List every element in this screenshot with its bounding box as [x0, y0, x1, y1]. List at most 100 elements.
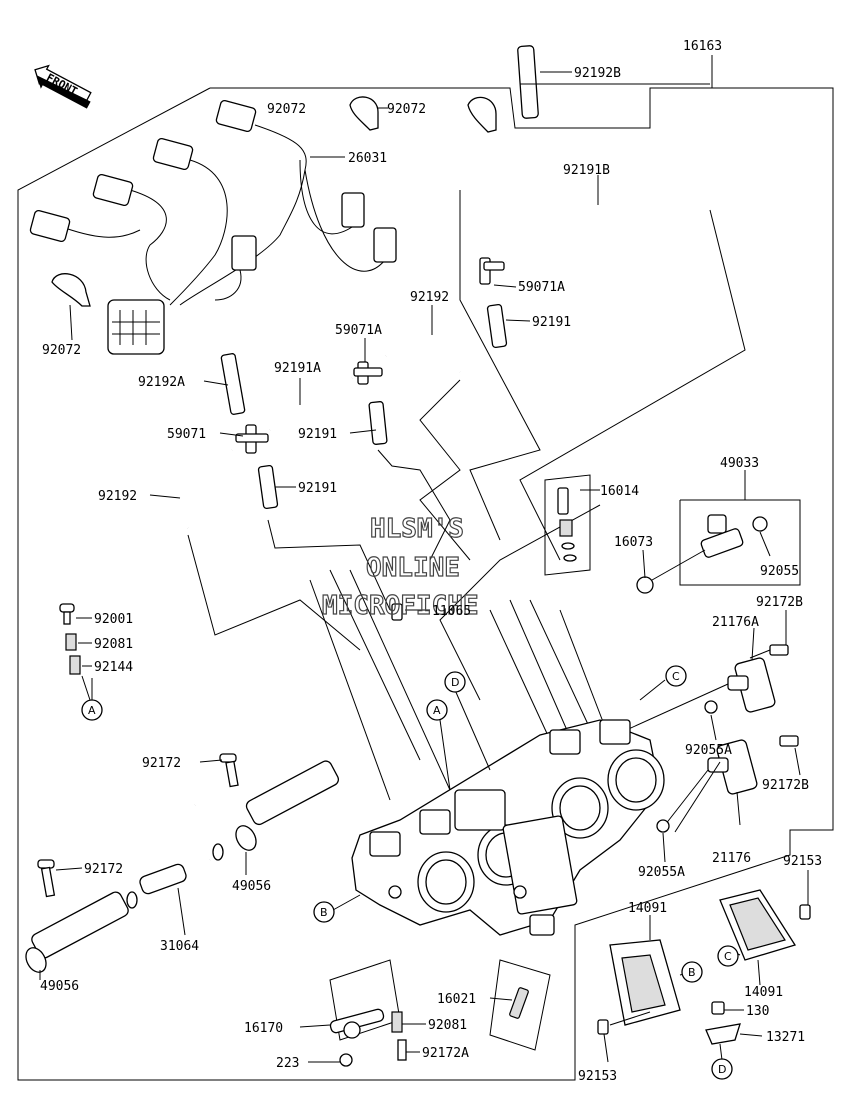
- label-14091-a: 14091: [628, 901, 667, 916]
- route-4: [377, 449, 451, 561]
- callout-D-2: D: [711, 1058, 733, 1080]
- label-11065: 11065: [432, 604, 471, 619]
- label-92055A-b: 92055A: [638, 865, 685, 880]
- pipe-31064: [139, 800, 212, 895]
- label-92072-a: 92072: [267, 102, 306, 117]
- label-92192-l: 92192: [98, 489, 137, 504]
- label-92172-a: 92172: [142, 756, 181, 771]
- throttle-body: [351, 719, 665, 936]
- label-92191-l: 92191: [298, 481, 337, 496]
- bolt-92172B-b: [779, 735, 799, 747]
- label-92153-b: 92153: [578, 1069, 617, 1084]
- nut-16073: [636, 576, 654, 594]
- screw-130: [711, 1001, 725, 1015]
- fitting-59071A-r: [479, 257, 505, 285]
- route-8: [329, 569, 421, 761]
- clamp-92072-c: [51, 273, 91, 307]
- injector-part: [557, 487, 569, 515]
- spring-92081-l: [65, 633, 77, 651]
- svg-text:A: A: [433, 704, 441, 717]
- route-9: [309, 579, 391, 801]
- label-92072-c: 92072: [42, 343, 81, 358]
- label-49033: 49033: [720, 456, 759, 471]
- connector-5: [341, 192, 365, 228]
- hose-92191-r: [486, 303, 508, 349]
- label-59071A-m: 59071A: [335, 323, 382, 338]
- label-92192: 92192: [410, 290, 449, 305]
- callout-A-1: A: [81, 699, 103, 721]
- label-59071A-r: 59071A: [518, 280, 565, 295]
- watermark: HLSM'S ONLINE MICROFICHE: [321, 513, 479, 621]
- label-13271: 13271: [766, 1030, 805, 1045]
- route-5: [267, 519, 391, 611]
- connector-2: [152, 137, 194, 171]
- callout-A-2: A: [426, 699, 448, 721]
- watermark-line-1: HLSM'S: [370, 514, 464, 544]
- screw-223: [339, 1053, 353, 1067]
- label-92055: 92055: [760, 564, 799, 579]
- front-arrow: FRONT: [34, 64, 92, 109]
- sensor-49033: [700, 514, 744, 558]
- bolt-92172B-a: [769, 644, 789, 656]
- label-92001: 92001: [94, 612, 133, 627]
- oring-92055A-a: [704, 700, 718, 714]
- route-12: [559, 609, 611, 741]
- connector-6: [373, 227, 397, 263]
- label-31064: 31064: [160, 939, 199, 954]
- fitting-59071A-m: [353, 361, 383, 385]
- tube-49056-a: [235, 760, 340, 851]
- route-10: [349, 569, 451, 791]
- label-16163: 16163: [683, 39, 722, 54]
- route-6: [187, 534, 361, 651]
- label-92072-b: 92072: [387, 102, 426, 117]
- label-92153-a: 92153: [783, 854, 822, 869]
- connector-4: [29, 209, 71, 243]
- callout-C-1: C: [665, 665, 687, 687]
- route-7: [439, 504, 601, 701]
- label-92192B: 92192B: [574, 66, 621, 81]
- screw-92172-b: [37, 859, 56, 898]
- assembly-frame: [17, 87, 834, 1081]
- filter-16021: [509, 987, 529, 1019]
- label-16021: 16021: [437, 992, 476, 1007]
- connector-3: [92, 173, 134, 207]
- svg-text:C: C: [724, 950, 732, 963]
- route-3: [419, 379, 471, 561]
- svg-text:A: A: [88, 704, 96, 717]
- callout-B-1: B: [313, 901, 335, 923]
- screw-92153-b: [597, 1019, 609, 1035]
- hose-92192B: [517, 45, 539, 119]
- label-16170: 16170: [244, 1021, 283, 1036]
- label-92191A: 92191A: [274, 361, 321, 376]
- label-223: 223: [276, 1056, 299, 1071]
- fitting-59071: [235, 424, 269, 454]
- gasket-14091-a-inner: [621, 954, 666, 1013]
- oring-31064-b: [212, 843, 224, 861]
- sensor-kit-box: [679, 499, 801, 586]
- label-92172B-a: 92172B: [756, 595, 803, 610]
- clamp-92072-a: [349, 96, 379, 131]
- label-92081-b: 92081: [428, 1018, 467, 1033]
- injector-kit-box: [544, 474, 591, 576]
- sensor-21176: [664, 739, 758, 833]
- clamp-92072-b: [467, 96, 497, 133]
- sensor-21176A: [559, 657, 776, 761]
- label-59071: 59071: [167, 427, 206, 442]
- lever-16170: [329, 1008, 385, 1039]
- label-92191-r: 92191: [532, 315, 571, 330]
- svg-text:D: D: [718, 1063, 726, 1076]
- oring-92055: [752, 516, 768, 532]
- injector-spring: [559, 519, 573, 537]
- label-49056-a: 49056: [232, 879, 271, 894]
- tube-49056-b: [25, 891, 129, 973]
- bracket-13271: [705, 1023, 741, 1045]
- svg-text:B: B: [688, 966, 696, 979]
- watermark-line-3: MICROFICHE: [322, 591, 479, 621]
- part-labels: 16163 92192B 92072 92072 26031 92191B 59…: [40, 39, 822, 1084]
- filter-kit-box: [489, 959, 551, 1051]
- label-26031: 26031: [348, 151, 387, 166]
- callout-C-2: C: [717, 945, 739, 967]
- label-92081-l: 92081: [94, 637, 133, 652]
- spring-92144: [69, 655, 81, 675]
